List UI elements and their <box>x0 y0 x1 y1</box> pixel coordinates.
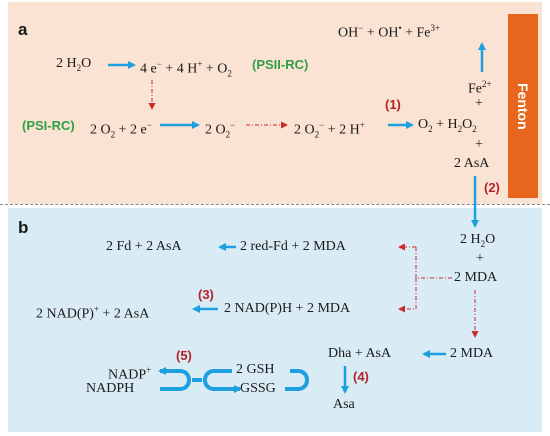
step-2-label: (2) <box>484 180 500 195</box>
fd-asa-products: 2 Fd + 2 AsA <box>106 239 182 254</box>
plus-sign-b: + <box>476 251 484 266</box>
mda-top-right: 2 MDA <box>454 270 498 285</box>
asa-product: Asa <box>333 397 355 412</box>
dismutation-reactants: 2 O2− + 2 H+ <box>294 120 365 140</box>
mda-bottom-right: 2 MDA <box>450 346 494 361</box>
panel-b-label: b <box>18 218 29 237</box>
cycle-gssg-to-gsh <box>285 369 309 391</box>
fenton-products: OH− + OH• + Fe3+ <box>338 23 441 41</box>
plus-sign-asa: + <box>475 137 483 152</box>
step-1-label: (1) <box>385 97 401 112</box>
arrow-branch-network <box>415 247 452 279</box>
ferrous-iron: Fe2+ <box>468 79 492 97</box>
panel-a-background <box>8 2 542 204</box>
nadp-asa-products: 2 NAD(P)+ + 2 AsA <box>36 304 150 322</box>
oxygen-reduction-reactants: 2 O2 + 2 e− <box>90 120 152 140</box>
psii-label: (PSII-RC) <box>252 57 309 72</box>
gssg-label: GSSG <box>240 381 276 396</box>
plus-sign-fe: + <box>475 96 483 111</box>
fenton-bar <box>508 14 538 198</box>
water-split-products: 4 e− + 4 H+ + O2 <box>140 59 232 79</box>
superoxide-product: 2 O2− <box>205 120 236 140</box>
water-b: 2 H2O <box>460 232 496 249</box>
water-reactant: 2 H2O <box>56 56 92 73</box>
dha-asa: Dha + AsA <box>328 346 392 361</box>
step-4-label: (4) <box>353 369 369 384</box>
red-fd-mda-reactants: 2 red-Fd + 2 MDA <box>240 239 346 254</box>
panel-a-label: a <box>18 20 28 39</box>
psi-label: (PSI-RC) <box>22 118 75 133</box>
panel-b-background <box>8 208 542 432</box>
step-5-label: (5) <box>176 348 192 363</box>
cycle-gsh-gssg <box>203 369 242 393</box>
nadph-mda-reactants: 2 NAD(P)H + 2 MDA <box>224 301 351 316</box>
ascorbate-a: 2 AsA <box>454 156 490 171</box>
fenton-label: Fenton <box>515 82 531 130</box>
nadp-label: NADP+ <box>108 365 152 383</box>
nadph-label: NADPH <box>86 381 135 396</box>
gsh-label: 2 GSH <box>236 362 275 377</box>
dismutation-products: O2 + H2O2 <box>418 117 477 134</box>
arrow-branch-nadph <box>398 278 417 313</box>
panel-divider <box>0 204 550 205</box>
step-3-label: (3) <box>198 287 214 302</box>
cycle-nadph-nadp <box>158 367 191 391</box>
